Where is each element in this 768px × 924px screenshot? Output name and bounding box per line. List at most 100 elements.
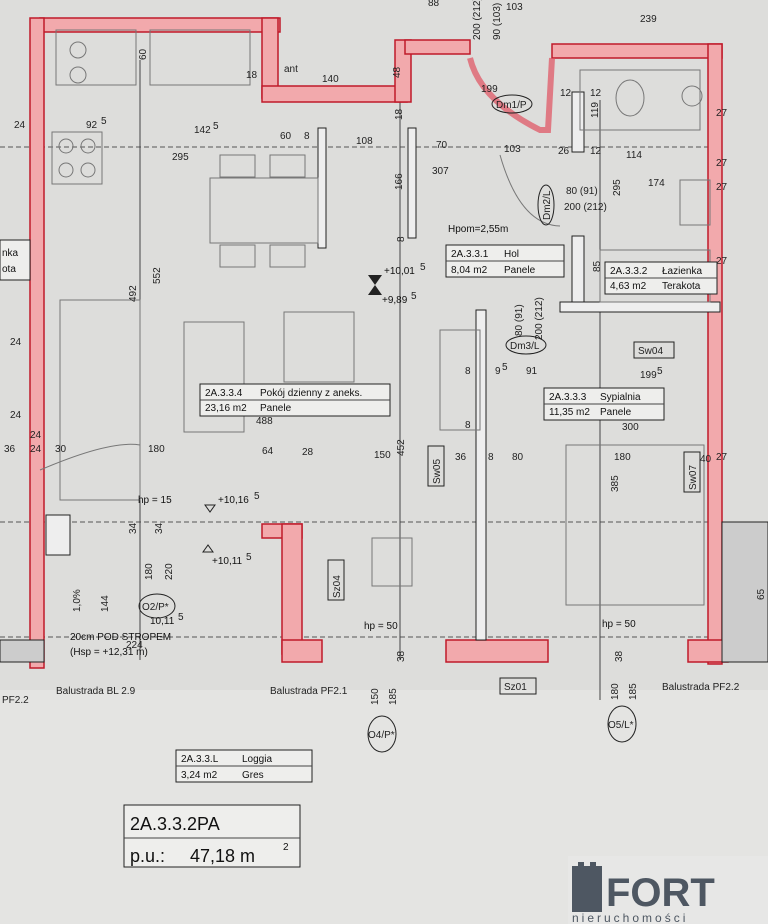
svg-text:174: 174 [648,178,665,189]
room-area: 3,24 m2 [181,770,218,781]
svg-text:488: 488 [256,416,273,427]
tower-icon [572,862,602,912]
room-label-sypialnia: 2A.3.3.3 Sypialnia 11,35 m2 Panele [543,387,665,421]
unit-area-label: p.u.: [130,846,165,866]
room-name: Sypialnia [600,392,641,403]
svg-text:166: 166 [394,173,405,190]
svg-text:80: 80 [512,452,524,463]
svg-text:80 (91): 80 (91) [566,186,598,197]
wall-left [29,17,45,669]
room-label-lazienka: 2A.3.3.2 Łazienka 4,63 m2 Terakota [604,261,718,295]
svg-text:ota: ota [2,264,16,275]
svg-text:199: 199 [481,84,498,95]
tag-label: Sw05 [432,459,443,484]
svg-text:64: 64 [262,446,274,457]
svg-text:200 (212): 200 (212) [472,0,483,40]
svg-text:27: 27 [716,256,728,267]
tag-label: Sz04 [332,575,343,598]
svg-text:295: 295 [612,179,623,196]
level-value: 10,11 [150,616,175,627]
svg-text:295: 295 [172,152,189,163]
svg-text:5: 5 [101,116,107,127]
svg-text:150: 150 [374,450,391,461]
svg-text:5: 5 [246,552,252,563]
side-room-label: nka ota [0,239,31,281]
wall-right [707,43,723,665]
room-area: 11,35 m2 [549,407,590,418]
svg-text:nka: nka [2,248,19,259]
svg-text:8: 8 [488,452,494,463]
kitchen-counter [55,29,137,86]
unit-code: 2A.3.3.2PA [130,814,220,834]
svg-text:185: 185 [628,683,639,700]
annotations: Hpom=2,55m +10,01 5 +9,89 5 hp = 15 +10,… [70,64,636,658]
svg-text:5: 5 [420,262,426,273]
svg-text:24: 24 [10,337,22,348]
svg-text:300: 300 [622,422,639,433]
level-marker-icon [368,275,382,285]
svg-text:307: 307 [432,166,449,177]
svg-text:70: 70 [436,140,448,151]
svg-text:34: 34 [128,522,139,534]
level-value: +10,01 [384,266,415,277]
svg-text:220: 220 [164,563,175,580]
level-marker-icon [204,504,216,513]
room-code: 2A.3.3.3 [549,392,587,403]
svg-text:85: 85 [592,260,603,272]
svg-text:12: 12 [560,88,572,99]
sill-height: hp = 15 [138,495,172,506]
svg-text:150: 150 [370,688,381,705]
armchair [283,311,355,383]
tag-label: O4/P* [368,730,395,741]
bathroom-fixtures [579,69,701,131]
svg-text:40: 40 [700,454,712,465]
dimensions: 88 103 239 60 200 (212) 90 (103) 24 92 5… [4,0,767,705]
dining-table [209,177,319,244]
svg-text:36: 36 [4,444,16,455]
svg-text:24: 24 [30,430,42,441]
room-name: Loggia [242,754,272,765]
svg-text:8: 8 [304,131,310,142]
sofa [183,321,245,433]
svg-text:12: 12 [590,146,602,157]
svg-text:103: 103 [506,2,523,13]
svg-text:18: 18 [394,108,405,120]
svg-text:91: 91 [526,366,538,377]
svg-text:224: 224 [126,640,143,651]
door-labels: Dm1/P Dm2/L Dm3/L [491,94,555,355]
chair [371,537,413,587]
svg-text:492: 492 [128,285,139,302]
svg-text:8: 8 [465,366,471,377]
svg-text:180: 180 [148,444,165,455]
svg-text:90 (103): 90 (103) [492,3,503,40]
svg-text:119: 119 [590,102,601,118]
slope-note: 1,0% [72,589,83,612]
railing-labels: Balustrada BL 2.9 Balustrada PF2.1 Balus… [2,682,740,706]
svg-text:5: 5 [411,291,417,302]
tag-label: Sw04 [638,346,663,357]
svg-text:108: 108 [356,136,373,147]
svg-text:60: 60 [138,48,149,60]
room-label-loggia: 2A.3.3.L Loggia 3,24 m2 Gres [175,749,313,783]
svg-text:27: 27 [716,452,728,463]
room-code: 2A.3.3.4 [205,388,243,399]
tag-label: O2/P* [142,602,169,613]
svg-text:144: 144 [100,595,111,612]
svg-text:180: 180 [144,563,155,580]
svg-text:199: 199 [640,370,657,381]
svg-text:28: 28 [302,447,314,458]
brand-logo: FORT nieruchomości [568,856,768,924]
door-label: Dm1/P [496,100,527,111]
room-name: Hol [504,249,519,260]
svg-text:239: 239 [640,14,657,25]
svg-text:48: 48 [392,66,403,78]
svg-text:18: 18 [246,70,258,81]
svg-text:60: 60 [280,131,292,142]
door-swing-highlight [467,57,555,133]
furniture [39,29,711,606]
svg-text:9: 9 [495,366,501,377]
room-label-hol: 2A.3.3.1 Hol 8,04 m2 Panele [445,244,565,278]
railing-label: Balustrada PF2.1 [270,686,348,697]
room-code: 2A.3.3.2 [610,266,648,277]
